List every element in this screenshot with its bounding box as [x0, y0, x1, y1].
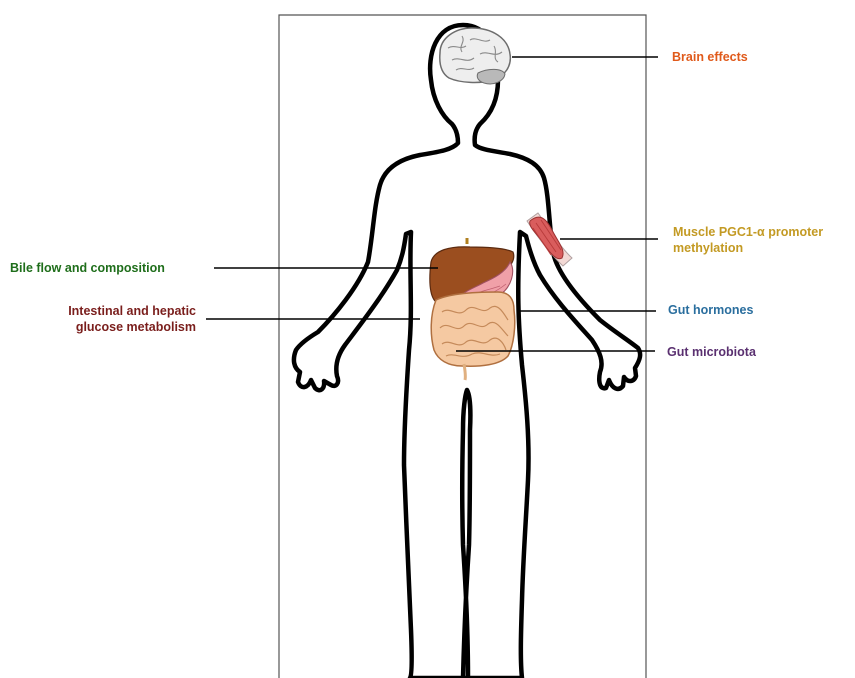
label-brain-effects: Brain effects: [672, 49, 748, 65]
label-muscle-pgc1a: Muscle PGC1-α promoter methylation: [673, 224, 823, 256]
label-intestinal-line-2: glucose metabolism: [40, 319, 196, 335]
label-gut-hormones: Gut hormones: [668, 302, 753, 318]
label-intestinal-hepatic: Intestinal and hepatic glucose metabolis…: [40, 303, 196, 335]
brain-icon: [440, 28, 511, 84]
label-gut-microbiota: Gut microbiota: [667, 344, 756, 360]
label-intestinal-line-1: Intestinal and hepatic: [40, 303, 196, 319]
label-muscle-line-2: methylation: [673, 240, 823, 256]
label-bile-flow: Bile flow and composition: [10, 260, 165, 276]
label-muscle-line-1: Muscle PGC1-α promoter: [673, 224, 823, 240]
